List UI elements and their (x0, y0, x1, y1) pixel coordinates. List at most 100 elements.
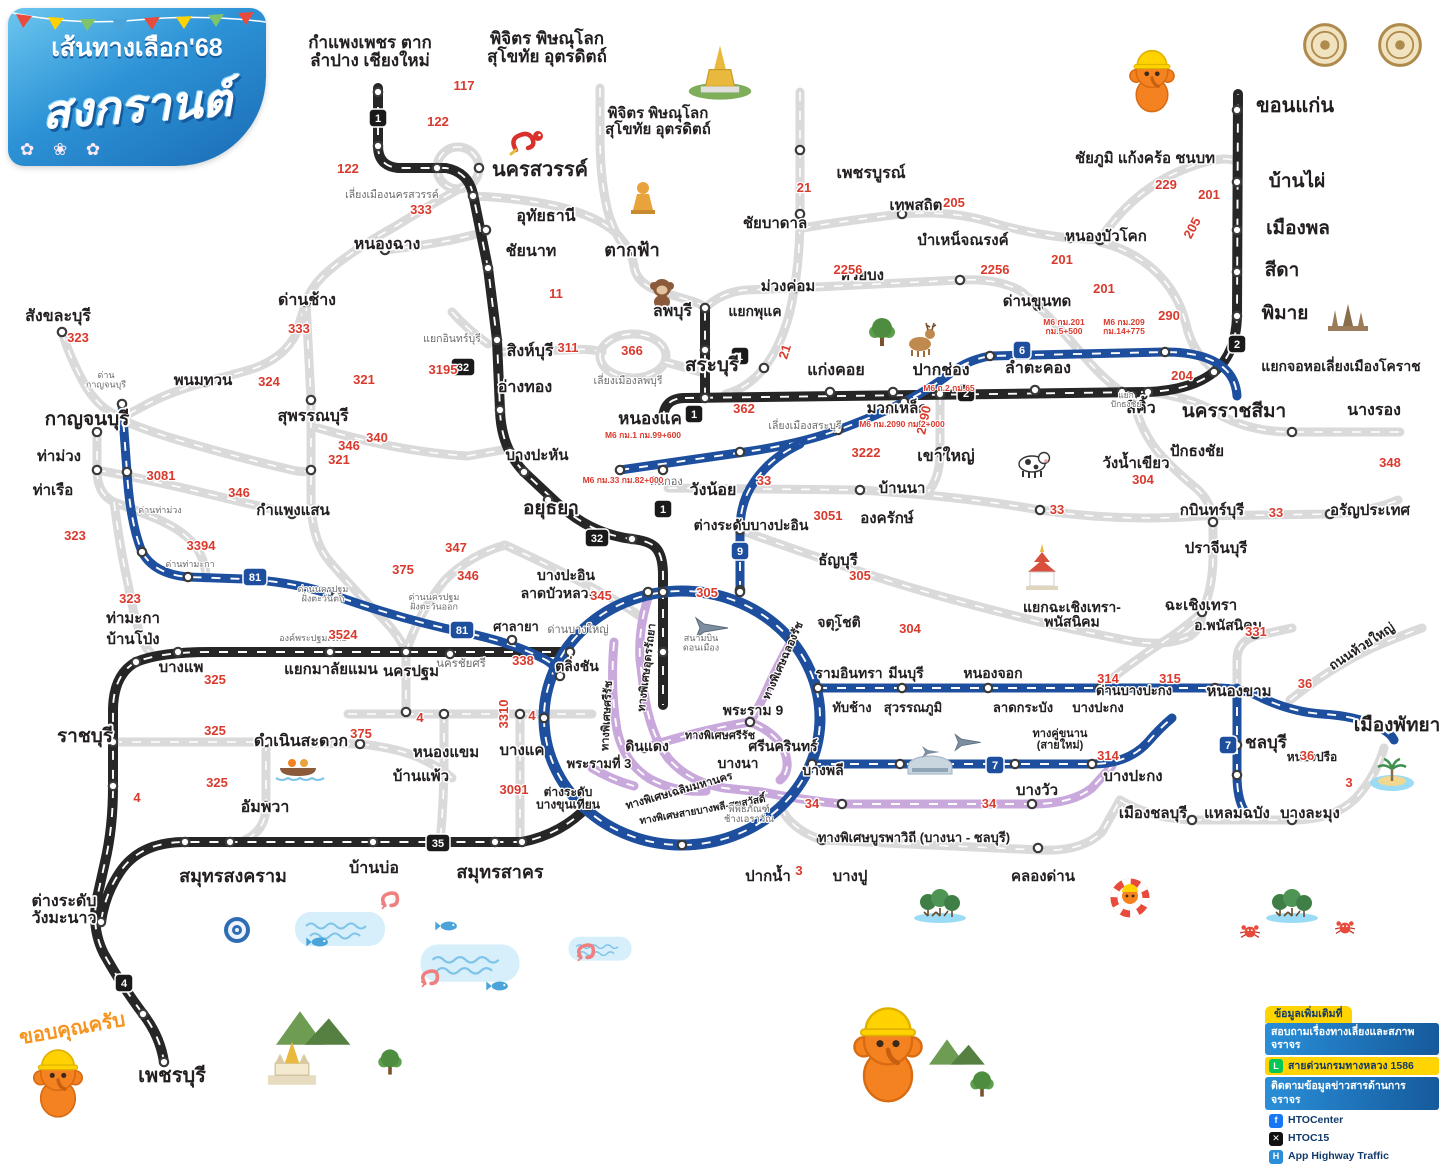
junction-node (1159, 346, 1171, 358)
junction-node (56, 326, 68, 338)
map-label: เพชรบูรณ์ (836, 163, 905, 184)
map-label: อยุธยา (523, 498, 579, 520)
highway-shield-1: 1 (684, 404, 704, 424)
junction-node (260, 800, 272, 812)
hotline-row[interactable]: L สายด่วนกรมทางหลวง 1586 (1265, 1057, 1439, 1076)
road-motorway-7 (813, 683, 1399, 745)
junction-node (699, 392, 711, 404)
junction-node (657, 586, 669, 598)
line-icon: L (1269, 1059, 1283, 1074)
map-label: 122 (427, 114, 449, 129)
highway-shield-32: 32 (584, 528, 610, 548)
map-label: สมุทรสาคร (456, 862, 544, 884)
junction-node (506, 634, 518, 646)
map-label: 366 (621, 343, 643, 358)
map-label: หนองจอก (963, 665, 1022, 681)
junction-node (130, 656, 142, 668)
map-label: เลี่ยงเมืองนครสวรรค์ (345, 187, 439, 201)
mountains-icon (276, 1011, 351, 1045)
map-label: บางปะกง (1072, 700, 1123, 715)
junction-node (224, 836, 236, 848)
map-label: 375 (350, 726, 372, 741)
junction-node (538, 712, 550, 724)
svg-text:1: 1 (737, 351, 743, 363)
crab-icon (1239, 925, 1261, 938)
map-label: มีนบุรี (888, 665, 924, 682)
junction-node (1196, 606, 1208, 618)
junction-node (400, 706, 412, 718)
map-label: 11 (549, 286, 563, 301)
junction-node (896, 682, 908, 694)
map-label: ปากน้ำ (745, 864, 791, 885)
road-route-305 (735, 525, 1207, 648)
junction-node (1231, 310, 1243, 322)
floating-market-boat-icon (275, 759, 325, 781)
map-label: 201 (1198, 187, 1220, 202)
bunting-icon (8, 11, 266, 31)
highway-shield-1: 1 (730, 346, 750, 366)
map-label: กำแพงเพชร ตากลำปาง เชียงใหม่ (308, 33, 432, 70)
map-label: บางละมุง (1280, 805, 1340, 823)
map-label: 3310 (496, 700, 511, 729)
map-label: นครชัยศรี (436, 657, 486, 670)
dragon-icon (509, 131, 543, 156)
shrimp-icon (576, 943, 596, 962)
motorway-shield-7: 7 (985, 755, 1005, 775)
map-label: แหลมฉบัง (1204, 805, 1270, 822)
tree-icon (378, 1049, 402, 1075)
map-label: 304 (899, 621, 921, 636)
x-row[interactable]: ✕ HTOC15 (1265, 1130, 1439, 1148)
map-label: 340 (366, 430, 388, 445)
map-label: 325 (204, 723, 226, 738)
junction-node (1324, 508, 1336, 520)
map-label: รามอินทรา (815, 665, 882, 681)
map-label: 33 (1050, 502, 1064, 517)
map-label: ด่านบางใหญ่ (547, 623, 608, 636)
info-panel: ข้อมูลเพิ่มเติมที่ สอบถามเรื่องทางเลี่ยง… (1265, 1006, 1439, 1166)
app-row[interactable]: H App Highway Traffic (1265, 1148, 1439, 1166)
map-label: ตากฟ้า (604, 240, 660, 260)
map-label: 324 (258, 374, 280, 389)
svg-text:1: 1 (691, 409, 697, 421)
junction-node (305, 464, 317, 476)
junction-node (260, 736, 272, 748)
map-label: ทางพิเศษศรีรัช (685, 729, 756, 742)
road-s (92, 427, 211, 583)
map-label: 2090 (913, 404, 934, 435)
cow-icon (1018, 451, 1051, 478)
map-label: สังขละบุรี (25, 306, 91, 326)
map-label: 4 (133, 790, 141, 805)
junction-node (806, 758, 818, 770)
doh-mascot-bottom-icon (853, 1007, 923, 1103)
map-label: ท่ามะกา (106, 610, 160, 627)
junction-node (794, 208, 806, 220)
map-label: 33 (757, 473, 771, 488)
junction-node (934, 446, 946, 458)
junction-node (622, 246, 634, 258)
junction-node (516, 836, 528, 848)
map-label: พิจิตร พิษณุโลกสุโขทัย อุตรดิตถ์ (605, 103, 711, 139)
junction-node (489, 836, 501, 848)
facebook-row[interactable]: f HTOCenter (1265, 1112, 1439, 1130)
junction-node (1142, 386, 1154, 398)
map-label: พระราม 9 (723, 702, 784, 718)
svg-text:2: 2 (1234, 339, 1240, 351)
fish-icon (306, 937, 328, 947)
junction-node (473, 162, 485, 174)
map-label: 21 (797, 180, 811, 195)
road-s (660, 357, 705, 377)
highway-shield-2: 2 (1227, 334, 1247, 354)
x-label: HTOC15 (1288, 1132, 1330, 1145)
map-label: 201 (1093, 281, 1115, 296)
map-label: คลองด่าน (1011, 868, 1076, 885)
road-route-304 (1127, 391, 1218, 617)
map-label: เลี่ยงเมืองลพบุรี (594, 373, 663, 387)
junction-node (734, 446, 746, 458)
junction-node (1026, 798, 1038, 810)
map-label: บ้านนา (879, 480, 926, 497)
junction-node (182, 571, 194, 583)
map-label: ศาลายา (493, 619, 539, 634)
motorway-shield-81: 81 (242, 567, 268, 587)
junction-node (372, 86, 384, 98)
map-label: 3 (795, 863, 802, 878)
